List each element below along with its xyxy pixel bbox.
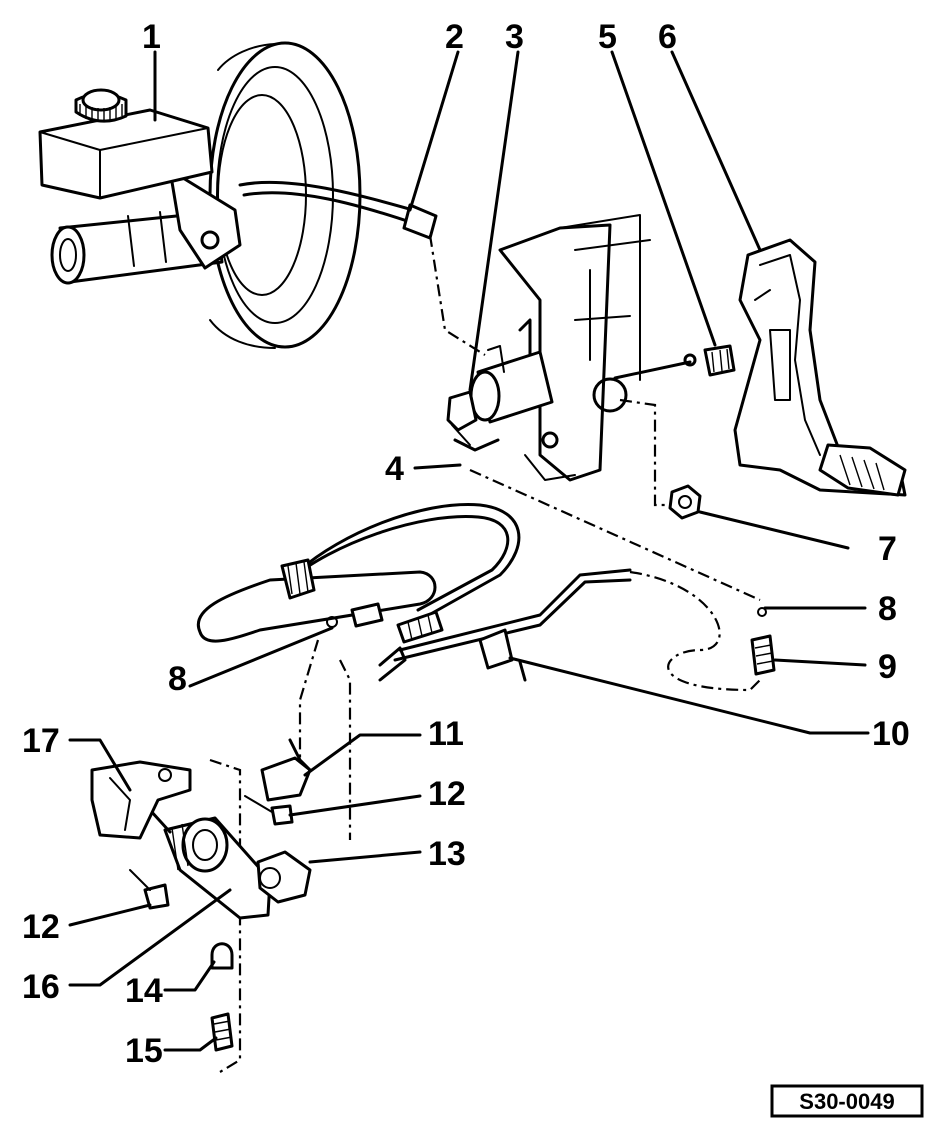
- callout-12-left: 12: [22, 908, 60, 946]
- callout-10: 10: [872, 715, 910, 753]
- booster-mounting-flange: [168, 168, 242, 270]
- callout-leader-lines: [68, 50, 870, 1052]
- callout-6: 6: [658, 18, 677, 56]
- callout-16: 16: [22, 968, 60, 1006]
- brake-booster-master-cylinder-assembly: [38, 41, 362, 349]
- brake-booster-shell: [208, 41, 362, 349]
- pushrod-with-clevis: [613, 344, 736, 380]
- callout-3: 3: [505, 18, 524, 56]
- callout-8-left: 8: [168, 660, 187, 698]
- o-ring-upper: [757, 607, 767, 617]
- callout-11: 11: [428, 715, 464, 753]
- callout-1: 1: [142, 18, 161, 56]
- callout-numbers: 1 2 3 4 5 6 7 8 8 9 10 11 12 12 13 14 15…: [22, 18, 910, 1070]
- callout-5: 5: [598, 18, 617, 56]
- slave-cylinder-group: [90, 738, 312, 920]
- mounting-bracket: [260, 756, 312, 802]
- callout-14: 14: [125, 972, 163, 1010]
- callout-12-right: 12: [428, 775, 466, 813]
- bleed-valve-group: [210, 942, 234, 1052]
- callout-9: 9: [878, 648, 897, 686]
- callout-4: 4: [385, 450, 404, 488]
- callout-2: 2: [445, 18, 464, 56]
- pedal-bracket-plate: [498, 223, 612, 482]
- clutch-master-cylinder: [446, 345, 554, 446]
- callout-15: 15: [125, 1032, 163, 1070]
- callout-17: 17: [22, 722, 60, 760]
- dust-cap: [210, 942, 234, 970]
- bolt-lower: [143, 883, 170, 910]
- hex-nut: [668, 484, 702, 520]
- callout-8-right: 8: [878, 590, 897, 628]
- clutch-pedal: [733, 238, 907, 497]
- reference-code-box: S30-0049: [770, 1084, 924, 1118]
- master-cylinder-port: [50, 225, 86, 285]
- clutch-pressure-line: [196, 503, 632, 682]
- fluid-reservoir: [38, 108, 214, 200]
- pedal-bracket-assembly: [446, 214, 736, 482]
- retaining-clip: [453, 438, 500, 452]
- callout-7: 7: [878, 530, 897, 568]
- line-fitting: [256, 850, 312, 904]
- bolt-upper: [270, 804, 294, 826]
- callout-13: 13: [428, 835, 466, 873]
- pipe-route-phantom-line: [629, 570, 761, 692]
- reference-code: S30-0049: [799, 1089, 894, 1114]
- pipe-connector: [750, 607, 776, 676]
